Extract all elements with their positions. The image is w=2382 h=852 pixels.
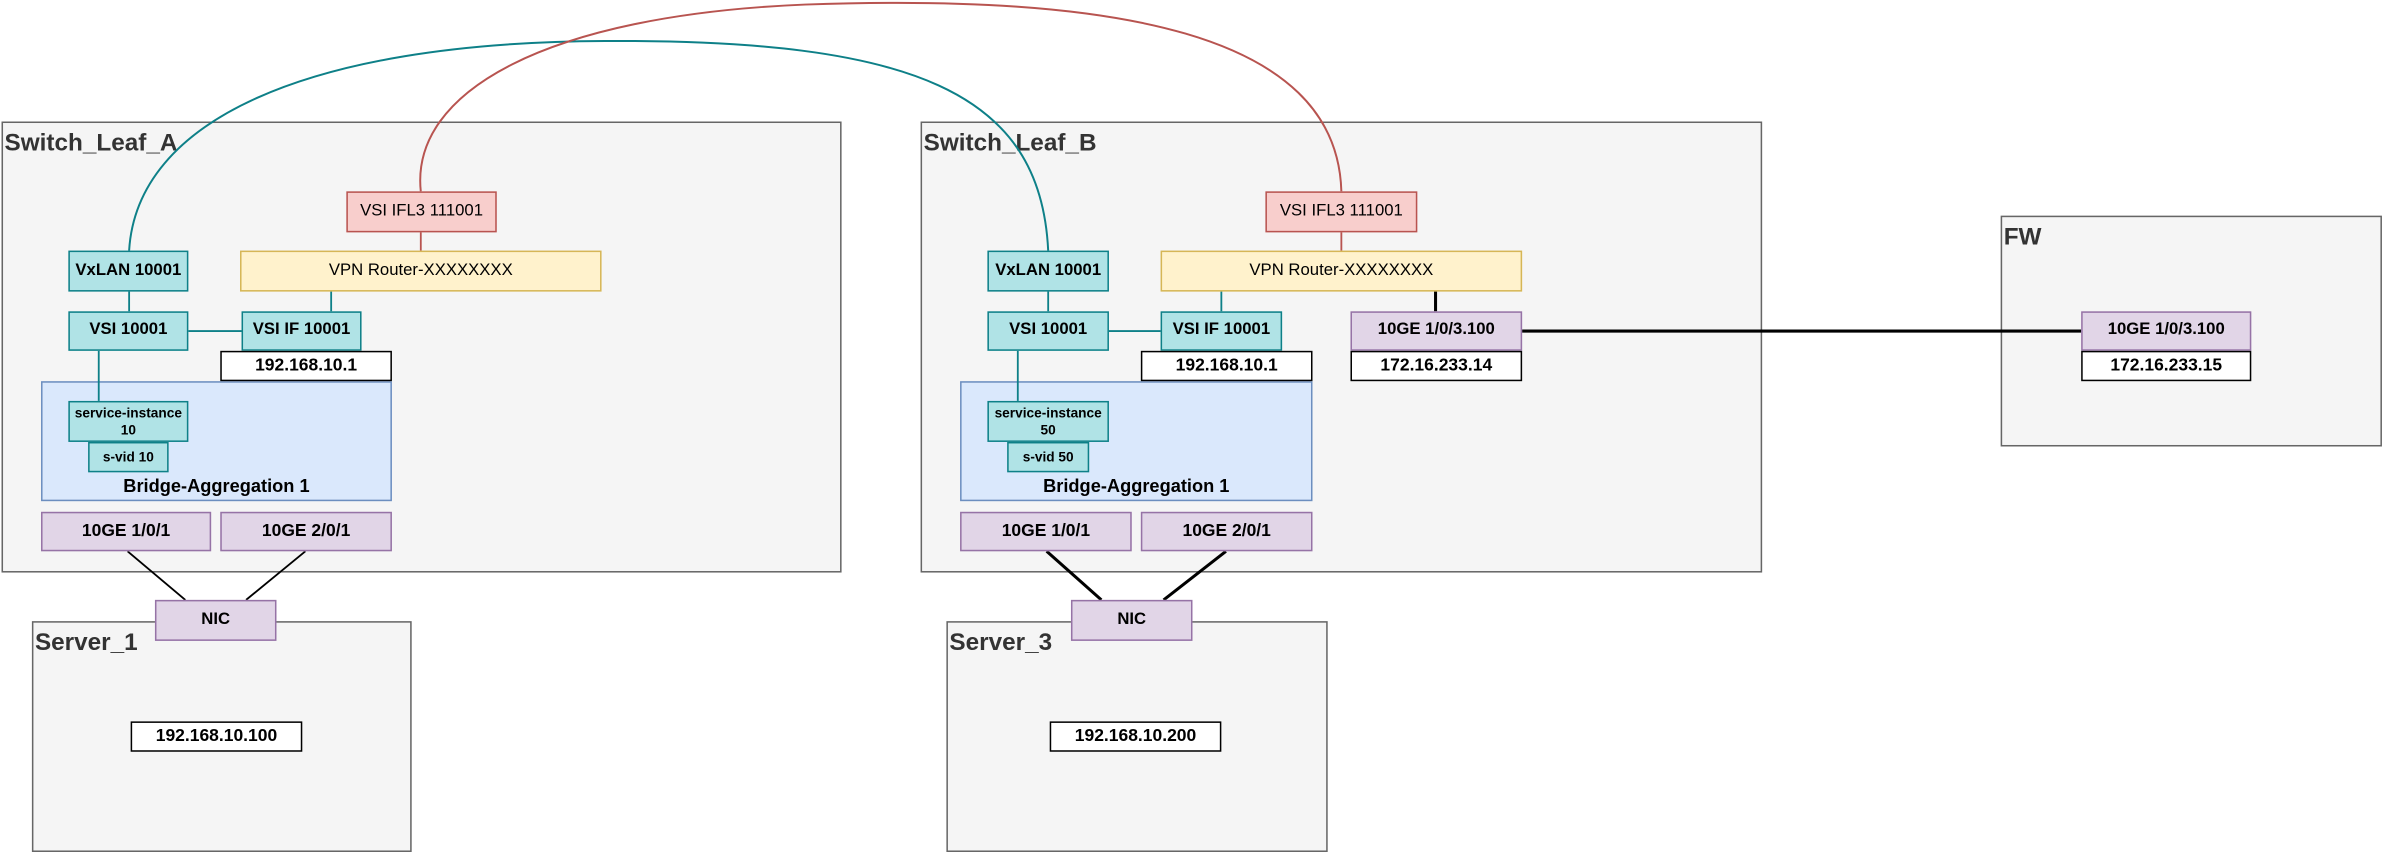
- fw-ip: 172.16.233.15: [2081, 350, 2252, 382]
- switch-a-svid[interactable]: s-vid 10: [88, 441, 169, 473]
- switch-a-vsi[interactable]: VSI 10001: [68, 311, 189, 351]
- server-3-ip: 192.168.10.200: [1049, 721, 1222, 752]
- switch-leaf-a-title: Switch_Leaf_A: [4, 130, 178, 157]
- switch-b-vsi-ifl3[interactable]: VSI IFL3 111001: [1265, 191, 1418, 233]
- switch-a-port-2[interactable]: 10GE 2/0/1: [220, 511, 392, 552]
- switch-a-service-instance-label: service-instance 10: [74, 405, 182, 437]
- switch-leaf-b-title: Switch_Leaf_B: [923, 130, 1097, 157]
- switch-a-vxlan[interactable]: VxLAN 10001: [68, 250, 189, 292]
- switch-b-bridge-label: Bridge-Aggregation 1: [1043, 475, 1230, 497]
- switch-b-uplink-port[interactable]: 10GE 1/0/3.100: [1350, 311, 1523, 351]
- switch-a-vpn-router[interactable]: VPN Router-XXXXXXXX: [240, 250, 602, 292]
- switch-b-svid[interactable]: s-vid 50: [1007, 441, 1090, 473]
- server-1-title: Server_1: [34, 630, 138, 657]
- server-1-nic[interactable]: NIC: [154, 599, 277, 641]
- switch-a-bridge-label: Bridge-Aggregation 1: [123, 475, 310, 497]
- switch-b-vsi-if-ip: 192.168.10.1: [1140, 350, 1313, 382]
- switch-a-vsi-if-ip: 192.168.10.1: [220, 350, 392, 382]
- switch-b-uplink-ip: 172.16.233.14: [1350, 350, 1523, 382]
- switch-a-vsi-ifl3[interactable]: VSI IFL3 111001: [346, 191, 497, 233]
- switch-a-service-instance[interactable]: service-instance 10: [68, 400, 189, 442]
- server-1-ip: 192.168.10.100: [130, 721, 303, 752]
- switch-b-service-instance[interactable]: service-instance 50: [987, 400, 1109, 442]
- switch-b-vsi-if[interactable]: VSI IF 10001: [1160, 311, 1283, 351]
- fw-port[interactable]: 10GE 1/0/3.100: [2081, 311, 2252, 351]
- switch-b-vpn-router[interactable]: VPN Router-XXXXXXXX: [1160, 250, 1523, 292]
- server-3-title: Server_3: [949, 630, 1053, 657]
- switch-b-port-1[interactable]: 10GE 1/0/1: [960, 511, 1132, 552]
- switch-b-port-2[interactable]: 10GE 2/0/1: [1140, 511, 1313, 552]
- switch-b-vxlan[interactable]: VxLAN 10001: [987, 250, 1109, 292]
- server-3-nic[interactable]: NIC: [1070, 599, 1193, 641]
- switch-b-service-instance-label: service-instance 50: [994, 405, 1102, 437]
- switch-b-vsi[interactable]: VSI 10001: [987, 311, 1109, 351]
- switch-a-vsi-if[interactable]: VSI IF 10001: [241, 311, 362, 351]
- fw-title: FW: [2003, 224, 2042, 251]
- switch-a-port-1[interactable]: 10GE 1/0/1: [41, 511, 212, 552]
